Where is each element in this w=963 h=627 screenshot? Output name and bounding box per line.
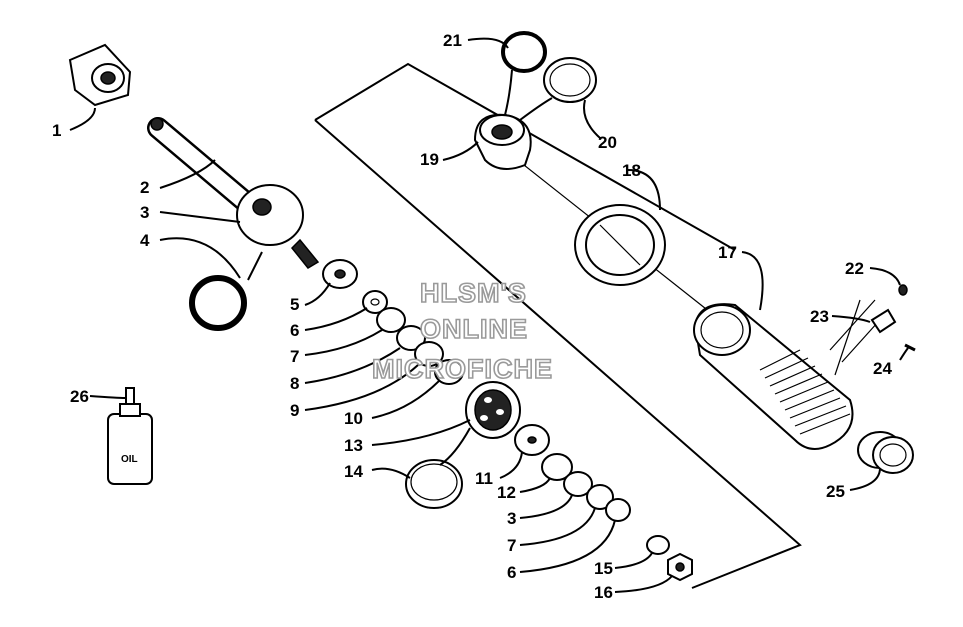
label-18: 18	[622, 161, 641, 180]
label-13: 13	[344, 436, 363, 455]
watermark: HLSM'S ONLINE MICROFICHE	[371, 277, 553, 385]
label-6b: 6	[507, 563, 516, 582]
part-19-reservoir-cap	[473, 113, 532, 170]
label-3b: 3	[507, 509, 516, 528]
part-14-piston-band	[405, 459, 463, 509]
svg-text:HLSM'S: HLSM'S	[420, 278, 527, 308]
label-21: 21	[443, 31, 462, 50]
part-25-lower-bushing	[857, 431, 914, 474]
label-7a: 7	[290, 347, 299, 366]
part-23-clip	[829, 299, 897, 363]
label-23: 23	[810, 307, 829, 326]
label-7b: 7	[507, 536, 516, 555]
centerline-lower	[834, 299, 861, 376]
label-22: 22	[845, 259, 864, 278]
part-22-screw	[898, 284, 908, 296]
part-26-oil-bottle: OIL	[107, 387, 153, 485]
label-11: 11	[475, 469, 493, 488]
upper-washer-stack	[322, 259, 464, 385]
label-4: 4	[140, 231, 150, 250]
label-16: 16	[594, 583, 613, 602]
oil-bottle-text: OIL	[121, 454, 138, 465]
label-2: 2	[140, 178, 149, 197]
label-24: 24	[873, 359, 892, 378]
label-1: 1	[52, 121, 61, 140]
label-12: 12	[497, 483, 516, 502]
part-20-seal	[543, 57, 597, 103]
assembly-bracket-outline-lower	[314, 119, 802, 589]
part-3-shaft-cap	[236, 184, 320, 269]
part-24-pin	[904, 343, 916, 352]
label-5: 5	[290, 295, 299, 314]
part-16-nut	[667, 552, 693, 582]
part-17-body-spring	[693, 303, 854, 450]
label-15: 15	[594, 559, 613, 578]
leader-lines	[69, 37, 909, 593]
label-19: 19	[420, 150, 439, 169]
part-2-shaft	[147, 117, 266, 221]
part-13-piston	[465, 381, 521, 439]
label-17: 17	[718, 243, 737, 262]
label-6a: 6	[290, 321, 299, 340]
label-25: 25	[826, 482, 845, 501]
label-26: 26	[70, 387, 89, 406]
part-18-adjuster-ring	[574, 204, 666, 286]
assembly-bracket-outline	[314, 62, 736, 251]
label-3a: 3	[140, 203, 149, 222]
part-21-ring	[501, 31, 547, 73]
label-10: 10	[344, 409, 363, 428]
part-labels: 1 2 3 4 5 6 7 8 9 10 13 14 26 21 20 19 1…	[52, 31, 892, 602]
label-14: 14	[344, 462, 363, 481]
part-4-o-ring	[189, 275, 247, 331]
label-20: 20	[598, 133, 617, 152]
part-1-eyelet	[68, 43, 132, 107]
label-9: 9	[290, 401, 299, 420]
lower-washer-stack	[514, 424, 631, 522]
part-15-washer	[646, 535, 670, 555]
label-8: 8	[290, 374, 299, 393]
svg-text:MICROFICHE: MICROFICHE	[372, 354, 553, 384]
svg-text:ONLINE: ONLINE	[420, 314, 528, 344]
